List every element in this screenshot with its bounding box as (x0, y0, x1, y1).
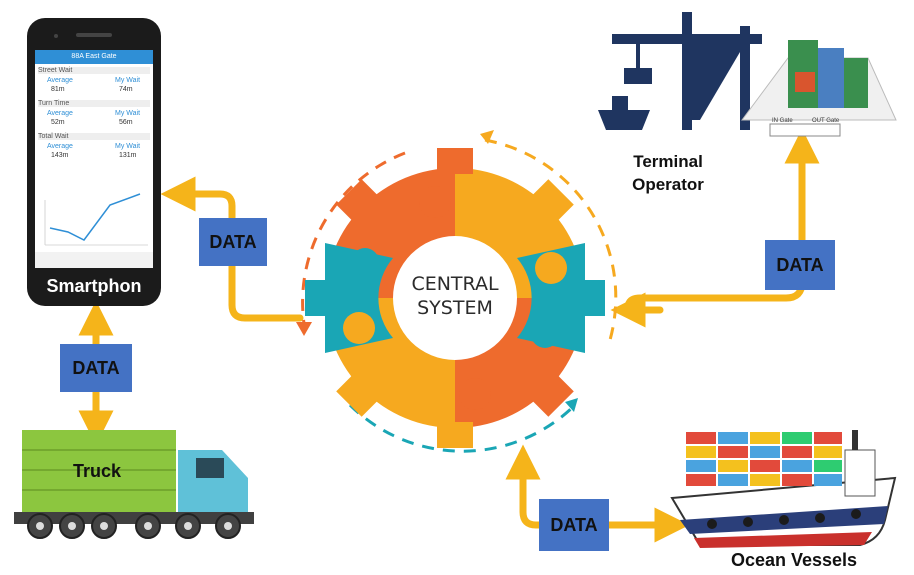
arrow-central-vessels (519, 466, 690, 543)
phone-value: 56m (119, 119, 133, 126)
data-box-vessels: DATA (539, 499, 609, 551)
phone-value: 74m (119, 86, 133, 93)
phone-value: 52m (51, 119, 65, 126)
phone-value: 81m (51, 86, 65, 93)
gear-teeth (305, 148, 605, 448)
phone-section-title: Turn Time (38, 100, 150, 107)
phone-label: Average (47, 143, 73, 150)
central-line-2: SYSTEM (417, 297, 493, 319)
phone-value: 131m (119, 152, 137, 159)
out-gate-label: OUT Gate (812, 118, 840, 124)
phone-label: Average (47, 77, 73, 84)
ocean-vessels-label: Ocean Vessels (730, 550, 858, 570)
phone-label: My Wait (115, 110, 141, 117)
phone-label: Average (47, 110, 73, 117)
central-line-1: CENTRAL (411, 273, 499, 295)
dashed-arc-yellow (484, 138, 618, 341)
phone-mini-chart (49, 193, 141, 241)
data-box-truck: DATA (60, 344, 132, 392)
phone-label: My Wait (115, 77, 141, 84)
phone-label: My Wait (115, 143, 141, 150)
truck-graphic (14, 430, 254, 539)
terminal-label-line-1: Terminal (633, 152, 703, 171)
vessel-containers (686, 432, 842, 486)
terminal-graphic (598, 12, 897, 137)
data-box-terminal: DATA (765, 240, 835, 290)
gear-hub (397, 240, 513, 356)
phone-section-title: Total Wait (38, 133, 150, 140)
phone-value: 143m (51, 152, 69, 159)
dashed-arc-orange (301, 151, 406, 331)
cycle-arrows (301, 138, 618, 453)
phone-screen: 88A East Gate Street Wait Average My Wai… (35, 50, 153, 200)
central-gear (305, 148, 605, 448)
arc-arrowhead-yellow (480, 130, 494, 144)
terminal-operator-label: Terminal Operator (618, 150, 718, 196)
dashed-arc-teal (348, 403, 577, 453)
smartphone-label: Smartphon (46, 276, 142, 296)
vessel-graphic (670, 430, 897, 548)
terminal-label-line-2: Operator (632, 175, 704, 194)
phone-screen-header: 88A East Gate (71, 53, 117, 60)
data-box-smartphone: DATA (199, 218, 267, 266)
arc-arrowhead-orange (296, 322, 312, 336)
phone-section-title: Street Wait (38, 67, 150, 74)
truck-label: Truck (72, 461, 122, 481)
in-gate-label: IN Gate (772, 118, 793, 124)
arc-arrowhead-teal (565, 398, 578, 412)
central-system-label: CENTRAL SYSTEM (395, 272, 515, 320)
smartphone-device (27, 18, 161, 306)
